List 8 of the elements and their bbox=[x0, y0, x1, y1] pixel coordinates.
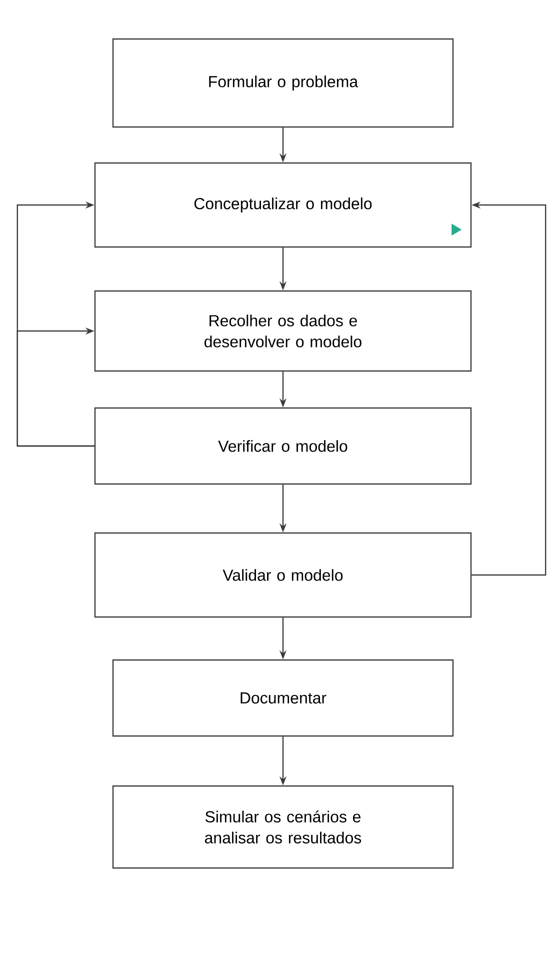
process-box: Simular os cenários e analisar os resultados bbox=[112, 785, 454, 869]
arrow bbox=[16, 327, 94, 447]
process-box: Formular o problema bbox=[112, 38, 454, 128]
process-box: Validar o modelo bbox=[94, 532, 472, 618]
process-box: Verificar o modelo bbox=[94, 407, 472, 485]
process-box: Conceptualizar o modelo bbox=[94, 162, 472, 248]
process-box: Recolher os dados e desenvolver o modelo bbox=[94, 290, 472, 372]
process-box: Documentar bbox=[112, 659, 454, 737]
